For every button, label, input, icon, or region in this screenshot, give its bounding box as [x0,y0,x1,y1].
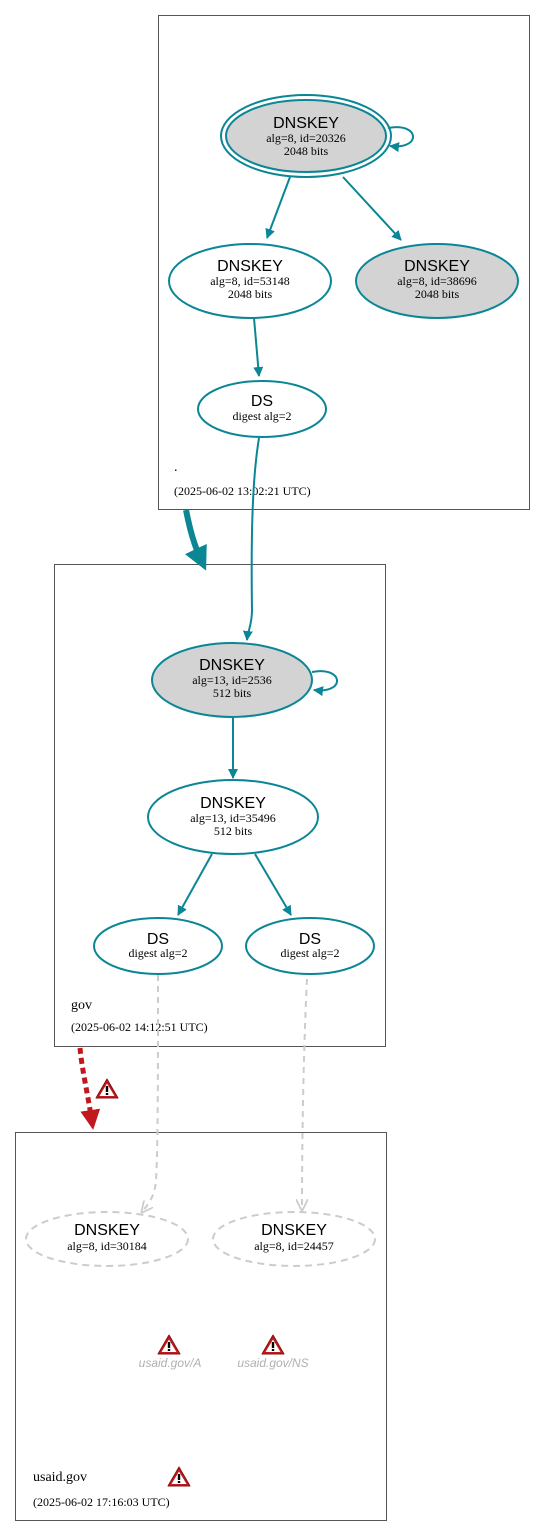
edge-gov-ksk-self [311,670,338,697]
node-detail: alg=8, id=53148 [210,274,290,288]
node-title: DNSKEY [200,795,266,812]
node-detail: alg=13, id=35496 [190,811,276,825]
warning-icon [95,1078,119,1099]
zone-root-name: . [174,460,178,475]
node-title: DNSKEY [404,258,470,275]
node-detail: alg=8, id=20326 [266,131,346,145]
rrset-label: usaid.gov/A [139,1356,202,1370]
edge-delegation-gov-usaid [77,1047,101,1130]
warning-icon [167,1466,191,1487]
rrset-a[interactable]: usaid.gov/A [139,1334,202,1370]
node-root-ksk[interactable]: DNSKEY alg=8, id=20326 2048 bits [220,94,392,178]
zone-usaid: usaid.gov (2025-06-02 17:16:03 UTC) [15,1132,387,1521]
zone-gov: gov (2025-06-02 14:12:51 UTC) [54,564,386,1047]
edges [77,126,414,1212]
node-title: DS [147,931,169,948]
node-detail: 512 bits [214,824,253,838]
node-root-key3[interactable]: DNSKEY alg=8, id=38696 2048 bits [355,243,519,319]
zone-usaid-name: usaid.gov [33,1470,87,1485]
node-gov-ds2[interactable]: DS digest alg=2 [245,917,375,975]
edge-root-ksk-to-key3 [342,176,402,241]
zone-gov-name: gov [71,998,92,1013]
zone-root: . (2025-06-02 13:02:21 UTC) [158,15,530,510]
warning-icon [261,1334,285,1355]
zone-usaid-timestamp: (2025-06-02 17:16:03 UTC) [33,1495,170,1509]
node-usaid-key2[interactable]: DNSKEY alg=8, id=24457 [212,1211,376,1267]
node-detail: digest alg=2 [232,409,291,423]
zone-gov-timestamp: (2025-06-02 14:12:51 UTC) [71,1020,208,1034]
node-title: DNSKEY [261,1222,327,1239]
edge-root-zsk-to-ds [253,317,264,377]
node-title: DNSKEY [273,115,339,132]
node-title: DS [251,393,273,410]
node-gov-ksk[interactable]: DNSKEY alg=13, id=2536 512 bits [151,642,313,718]
edge-gov-zsk-to-ds2 [254,853,292,916]
node-detail: 2048 bits [284,144,329,158]
edge-gov-ds1-to-usaid-key1 [142,974,159,1212]
node-root-ds[interactable]: DS digest alg=2 [197,380,327,438]
node-detail: alg=8, id=24457 [254,1239,334,1253]
node-gov-zsk[interactable]: DNSKEY alg=13, id=35496 512 bits [147,779,319,855]
node-title: DNSKEY [199,657,265,674]
node-detail: alg=8, id=30184 [67,1239,147,1253]
node-detail: 2048 bits [415,287,460,301]
node-title: DNSKEY [217,258,283,275]
node-gov-ds1[interactable]: DS digest alg=2 [93,917,223,975]
edge-root-ds-to-gov-ksk [242,437,260,641]
edge-root-ksk-to-zsk [265,176,291,239]
node-detail: 2048 bits [228,287,273,301]
edge-delegation-root-gov [183,509,207,571]
node-root-zsk[interactable]: DNSKEY alg=8, id=53148 2048 bits [168,243,332,319]
edge-gov-zsk-to-ds1 [177,853,213,916]
node-detail: 512 bits [213,686,252,700]
edge-root-ksk-self [387,126,414,153]
rrset-label: usaid.gov/NS [237,1356,308,1370]
node-title: DNSKEY [74,1222,140,1239]
warning-icon [157,1334,181,1355]
node-detail: alg=13, id=2536 [192,673,272,687]
node-usaid-key1[interactable]: DNSKEY alg=8, id=30184 [25,1211,189,1267]
node-detail: digest alg=2 [128,946,187,960]
node-title: DS [299,931,321,948]
node-detail: digest alg=2 [280,946,339,960]
edge-gov-ds2-to-usaid-key2 [302,978,307,1210]
node-detail: alg=8, id=38696 [397,274,477,288]
zone-root-timestamp: (2025-06-02 13:02:21 UTC) [174,484,311,498]
rrset-ns[interactable]: usaid.gov/NS [237,1334,309,1370]
